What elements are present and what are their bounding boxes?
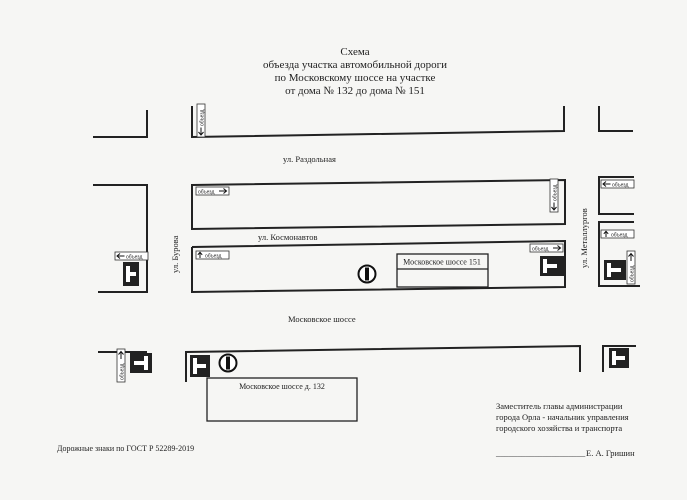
svg-text:объезд: объезд [611, 232, 627, 238]
block-top-left [93, 110, 148, 138]
position-line-3: городского хозяйства и транспорта [496, 423, 622, 433]
detour-sign-right-1: объезд [195, 186, 230, 196]
building-132 [206, 377, 358, 422]
title-line-4: от дома № 132 до дома № 151 [285, 85, 425, 97]
no-entry-sign-1 [357, 264, 377, 284]
svg-text:объезд: объезд [205, 253, 221, 259]
svg-text:объезд: объезд [199, 110, 205, 126]
dead-end-sign-5 [190, 355, 210, 377]
block-bottom-middle [185, 344, 581, 382]
road-edges [93, 106, 640, 382]
position-line-2: города Орла - начальник управления [496, 412, 629, 422]
detour-sign-left-1: объезд [114, 251, 149, 261]
block-upper-middle [191, 178, 566, 231]
block-bottom-right [602, 345, 636, 372]
svg-text:объезд: объезд [629, 266, 635, 282]
detour-sign-left-2: объезд [600, 179, 635, 189]
dead-end-sign-1 [123, 262, 139, 286]
detour-sign-up-1: объезд [195, 250, 230, 260]
title-line-1: Схема [340, 46, 369, 58]
street-kosmonavtov: ул. Космонавтов [258, 232, 317, 242]
buildings [206, 253, 489, 422]
detour-sign-right-2: объезд [529, 243, 564, 253]
svg-text:объезд: объезд [552, 185, 558, 201]
position-line-1: Заместитель главы администрации [496, 401, 623, 411]
detour-sign-vertical-1: объезд [196, 103, 206, 138]
block-top-right [598, 106, 633, 132]
svg-text:объезд: объезд [126, 254, 142, 260]
block-lower-middle [191, 239, 566, 294]
svg-text:объезд: объезд [119, 364, 125, 380]
dead-end-sign-2 [540, 256, 564, 276]
street-burova: ул. Бурова [170, 235, 180, 273]
building-151 [396, 253, 489, 288]
signature-line: _____________________ [495, 448, 586, 458]
dead-end-sign-6 [609, 348, 629, 368]
building-132-label: Московское шоссе д. 132 [239, 382, 325, 391]
detour-sign-vertical-4: объезд [626, 250, 636, 285]
dead-end-sign-3 [604, 260, 626, 280]
block-right-upper [598, 176, 634, 215]
street-moskovskoe: Московское шоссе [288, 314, 356, 324]
no-entry-sign-2 [218, 353, 238, 373]
signatory-name: Е. А. Гришин [586, 448, 635, 458]
detour-sign-up-2: объезд [600, 229, 635, 239]
building-151-label: Московское шоссе 151 [403, 258, 481, 267]
detour-sign-vertical-3: объезд [116, 348, 126, 383]
dead-end-sign-4 [130, 353, 152, 373]
svg-text:объезд: объезд [612, 182, 628, 188]
title-line-3: по Московскому шоссе на участке [275, 72, 436, 84]
block-top-middle [191, 106, 565, 139]
block-right-lower [598, 221, 640, 287]
gost-note: Дорожные знаки по ГОСТ Р 52289-2019 [57, 444, 194, 453]
svg-text:объезд: объезд [198, 189, 214, 195]
block-mid-left [93, 184, 148, 293]
title-line-2: объезда участка автомобильной дороги [263, 59, 447, 71]
street-metallurgov: ул. Металлургов [579, 208, 589, 268]
svg-text:объезд: объезд [532, 246, 548, 252]
detour-sign-vertical-2: объезд [549, 178, 559, 213]
street-razdolnaya: ул. Раздольная [283, 154, 336, 164]
